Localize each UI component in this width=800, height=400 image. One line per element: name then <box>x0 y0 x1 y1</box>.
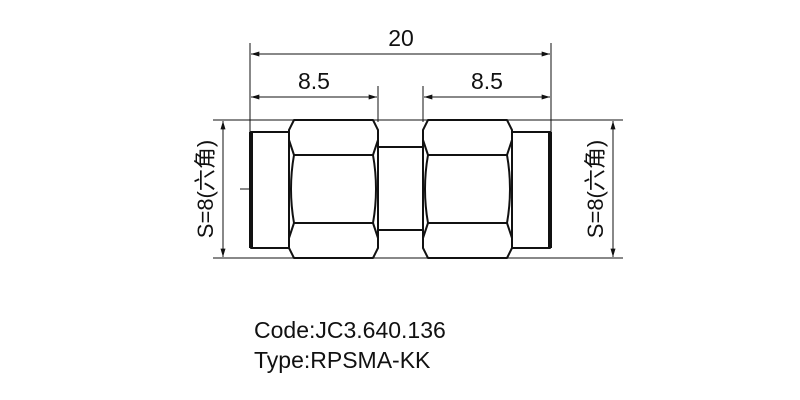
hex-size-label-left: S=8(六角) <box>193 140 218 238</box>
dimension-label-right: 8.5 <box>471 68 503 94</box>
left-end-cap <box>250 131 290 249</box>
right-end-cap <box>511 131 551 249</box>
hex-size-label-right: S=8(六角) <box>583 140 608 238</box>
right-hex-nut <box>422 119 513 259</box>
center-body <box>375 146 426 231</box>
right-hex-facets <box>422 139 513 239</box>
type-label: Type:RPSMA-KK <box>254 347 431 373</box>
code-label: Code:JC3.640.136 <box>254 317 446 343</box>
dimension-label-overall: 20 <box>388 25 414 51</box>
dimension-label-left: 8.5 <box>298 68 330 94</box>
left-hex-facets <box>288 139 379 239</box>
left-hex-nut <box>288 119 379 259</box>
